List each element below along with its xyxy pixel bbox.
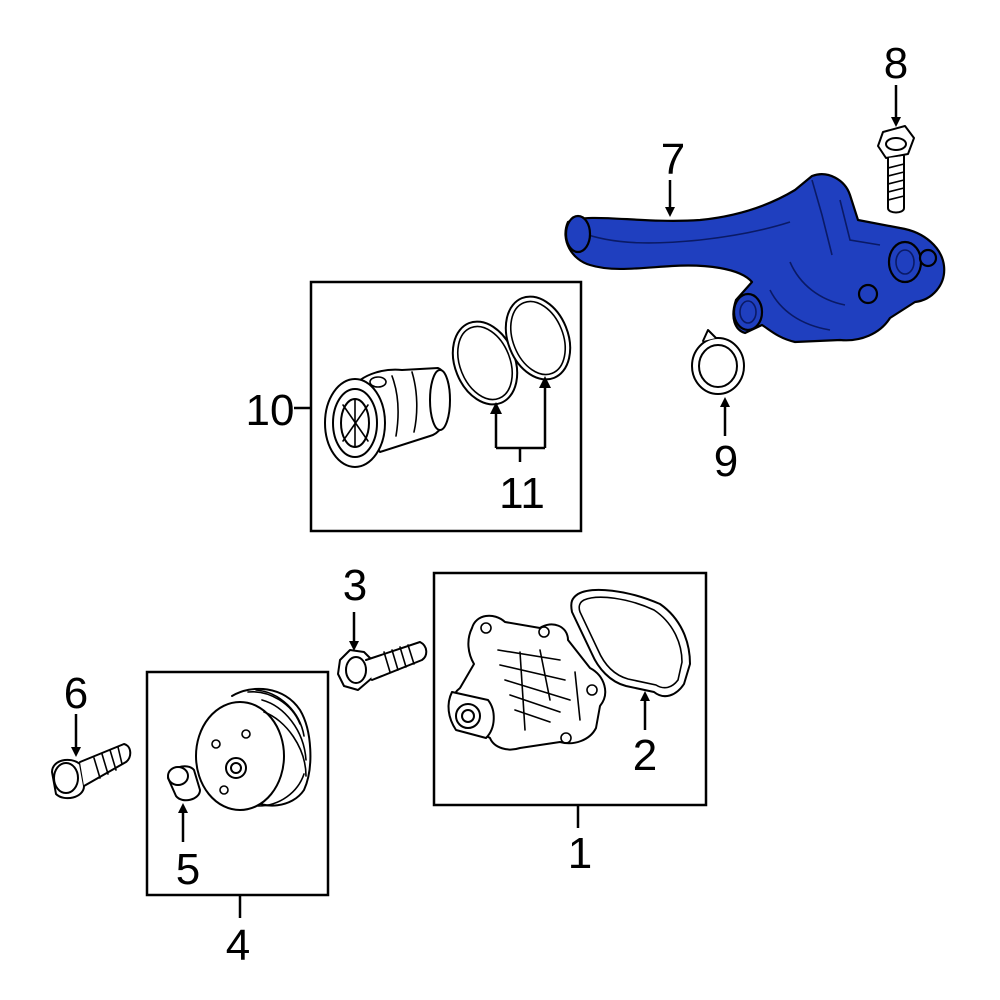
water-pump-part-1[interactable] <box>447 614 607 751</box>
thermostat-part-10[interactable] <box>324 367 451 468</box>
bolt-part-6[interactable] <box>51 743 132 800</box>
thermostat-group-box <box>309 280 583 533</box>
callout-3: 3 <box>343 561 367 610</box>
callout-6: 6 <box>64 669 88 718</box>
cap-part-5[interactable] <box>167 765 201 802</box>
callout-10: 10 <box>246 386 295 435</box>
o-rings-part-11[interactable] <box>441 287 582 414</box>
pulley-group-box <box>145 670 330 897</box>
callout-8: 8 <box>884 39 908 88</box>
bolt-part-8[interactable] <box>877 125 915 214</box>
bolt-part-3[interactable] <box>337 641 428 691</box>
callout-2: 2 <box>633 731 657 780</box>
callout-numbers: 8 7 9 10 11 3 2 1 6 5 4 <box>64 39 908 970</box>
pump-gasket-part-2[interactable] <box>570 588 691 698</box>
thermostat-housing-part-7[interactable] <box>564 173 946 344</box>
callout-11: 11 <box>499 469 545 518</box>
callout-9: 9 <box>714 437 738 486</box>
pulley-part-4[interactable] <box>195 687 312 811</box>
callout-4: 4 <box>226 921 250 970</box>
gasket-part-9[interactable] <box>691 329 745 395</box>
leader-lines <box>71 85 901 918</box>
callout-5: 5 <box>176 845 200 894</box>
callout-7: 7 <box>661 135 685 184</box>
water-pump-group-box <box>432 571 708 807</box>
callout-1: 1 <box>568 829 592 878</box>
